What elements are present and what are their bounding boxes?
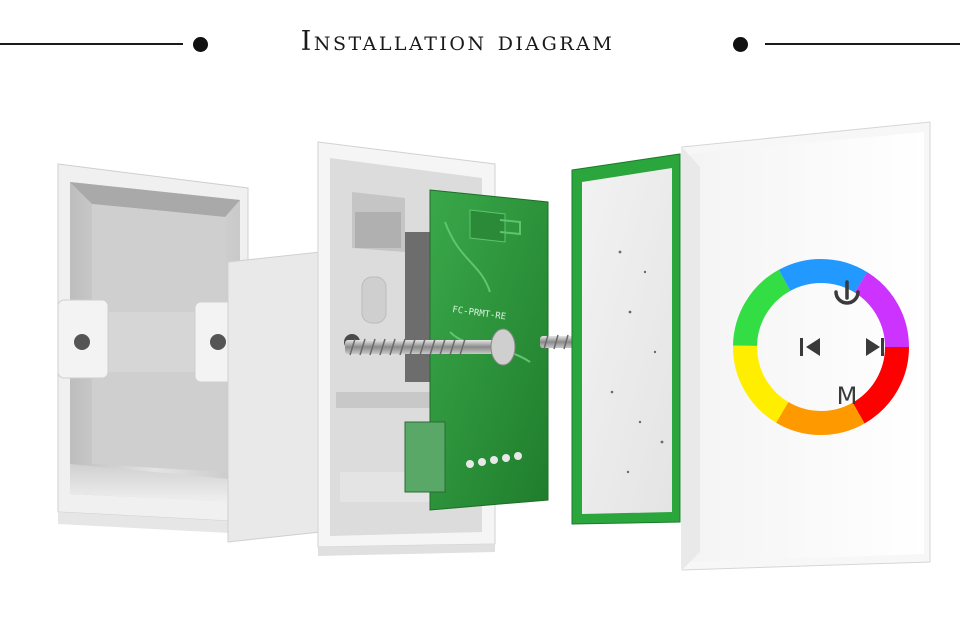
mode-button-label: M	[837, 382, 858, 410]
header: Installation diagram	[0, 0, 960, 92]
header-dot-left	[193, 37, 208, 52]
page-title: Installation diagram	[230, 26, 685, 57]
header-rule-left	[0, 43, 183, 45]
touch-pad-module	[572, 154, 680, 524]
header-rule-right	[765, 43, 960, 45]
mounting-box	[58, 164, 248, 534]
screw-hole	[210, 334, 226, 350]
exploded-view-svg: FC-PRMT-RE	[0, 92, 960, 631]
header-dot-right	[733, 37, 748, 52]
glass-touch-panel: M	[682, 122, 930, 570]
exploded-diagram: FC-PRMT-RE	[0, 92, 960, 631]
screw-hole	[74, 334, 90, 350]
